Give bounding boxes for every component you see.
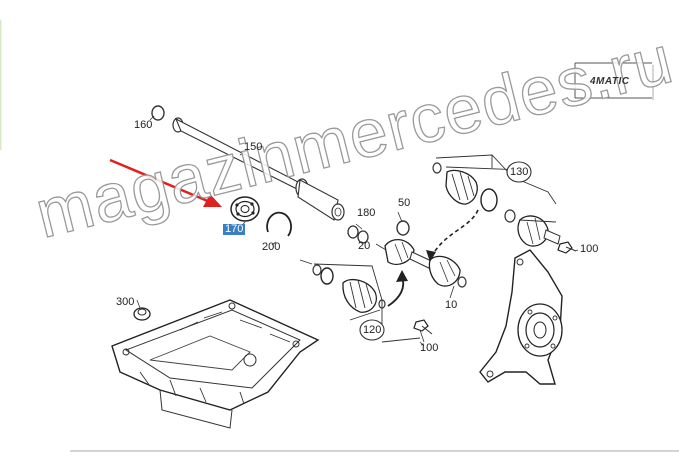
callout-100-right[interactable]: 100 xyxy=(580,243,599,255)
callout-170-selected[interactable]: 170 xyxy=(223,223,246,235)
callout-300[interactable]: 300 xyxy=(116,296,135,308)
callout-180[interactable]: 180 xyxy=(357,207,376,219)
part-180-rings xyxy=(347,225,369,244)
callout-120[interactable]: 120 xyxy=(363,324,382,336)
oil-pan xyxy=(111,299,320,429)
callout-10[interactable]: 10 xyxy=(445,299,458,311)
leader-lines xyxy=(136,211,579,347)
4matic-logo: 4MATIC xyxy=(590,76,630,87)
callout-130[interactable]: 130 xyxy=(510,166,529,178)
callout-20[interactable]: 20 xyxy=(358,240,371,252)
callout-160[interactable]: 160 xyxy=(134,119,153,131)
part-130-boot-kit xyxy=(432,162,516,223)
part-160-seal xyxy=(151,105,165,121)
callout-bubble-130 xyxy=(506,161,532,183)
part-50-ring xyxy=(396,220,410,236)
logo-frame xyxy=(574,62,654,100)
part-300-plug xyxy=(133,307,151,321)
callout-50[interactable]: 50 xyxy=(398,197,411,209)
part-170-bearing xyxy=(230,196,260,222)
part-200-circlip xyxy=(266,211,292,237)
part-20-joint xyxy=(384,239,467,288)
assembly-arrowhead-upper xyxy=(426,250,436,262)
assembly-dash-upper xyxy=(431,209,479,257)
callout-bubble-120 xyxy=(359,319,385,341)
callout-150[interactable]: 150 xyxy=(244,141,263,153)
callout-200[interactable]: 200 xyxy=(262,241,281,253)
part-100-bolt-right xyxy=(557,241,577,254)
red-pointer-arrow xyxy=(109,158,222,207)
callout-100-lower[interactable]: 100 xyxy=(420,342,439,354)
part-100-bolt-lower xyxy=(413,319,433,343)
part-150-shaft xyxy=(172,117,345,221)
outer-cv-joint xyxy=(517,215,561,247)
steering-knuckle xyxy=(479,249,563,385)
